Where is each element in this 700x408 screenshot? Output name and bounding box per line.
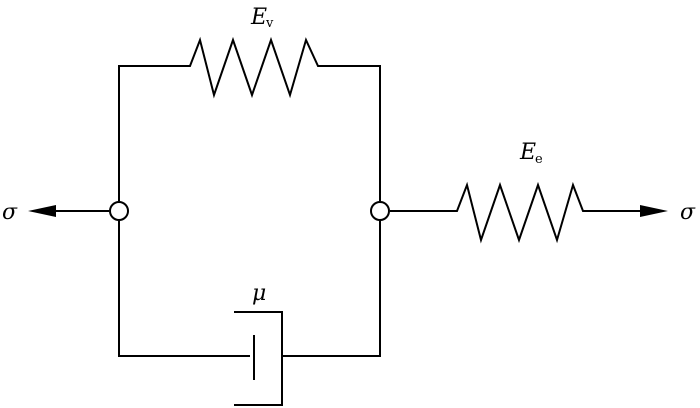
- spring-ev: [118, 36, 381, 201]
- left-node: [109, 201, 129, 221]
- dashpot-label: μ: [252, 281, 266, 306]
- arrow-right-icon: [640, 205, 668, 217]
- dashpot-right-wire: [282, 221, 381, 357]
- spring-ee: [390, 181, 640, 244]
- dashpot-cylinder: [234, 311, 283, 406]
- spring-ee-subscript: e: [535, 152, 543, 167]
- stress-left-label: σ: [2, 200, 18, 225]
- dashpot-left-wire: [118, 221, 250, 357]
- spring-ev-label: E: [250, 5, 267, 30]
- stress-right-label: σ: [680, 200, 696, 225]
- spring-ev-subscript: v: [265, 16, 274, 31]
- right-node: [370, 201, 390, 221]
- arrow-left-icon: [28, 205, 56, 217]
- spring-ee-label: E: [519, 140, 536, 165]
